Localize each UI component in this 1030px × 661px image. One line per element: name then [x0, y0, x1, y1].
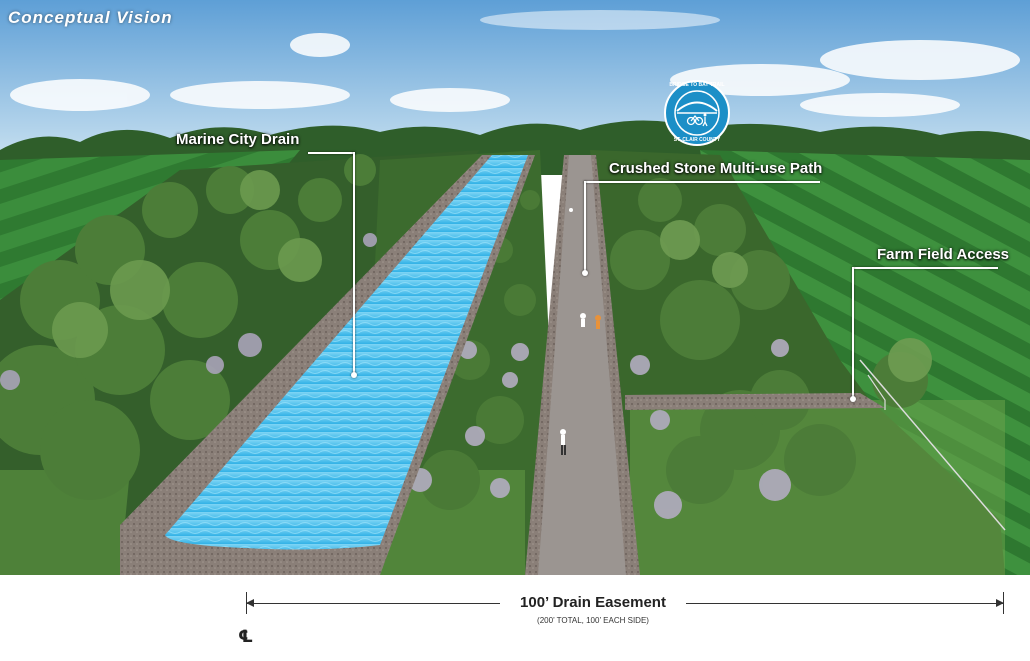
- page-title: Conceptual Vision: [8, 8, 173, 27]
- marine-city-drain-label: Marine City Drain: [176, 131, 300, 148]
- badge-top-text: BRIDGE TO BAY TRAIL: [669, 82, 725, 88]
- path-leader-vertical: [584, 181, 586, 273]
- easement-sublabel: (200’ TOTAL, 100’ EACH SIDE): [537, 616, 649, 625]
- crushed-stone-path-label: Crushed Stone Multi-use Path: [609, 160, 823, 177]
- trail-rendering: [0, 0, 1030, 575]
- field-leader-vertical: [852, 267, 854, 399]
- badge-bottom-text: ST. CLAIR COUNTY: [673, 137, 721, 143]
- field-leader-horizontal: [852, 267, 998, 269]
- farm-field-access-label: Farm Field Access: [877, 246, 1010, 263]
- drain-leader-vertical: [353, 152, 355, 376]
- easement-label: 100’ Drain Easement: [500, 594, 686, 611]
- scene-illustration: [0, 0, 1030, 575]
- drain-leader-dot: [351, 372, 357, 378]
- dimension-arrow-left-icon: [246, 599, 254, 607]
- dimension-arrow-right-icon: [996, 599, 1004, 607]
- field-leader-dot: [850, 396, 856, 402]
- dimension-footer: [0, 575, 1030, 661]
- cyclists-icon: [560, 208, 601, 455]
- path-leader-dot: [582, 270, 588, 276]
- bridge-to-bay-trail-badge: BRIDGE TO BAY TRAIL ST. CLAIR COUNTY: [664, 80, 730, 146]
- centerline-symbol-icon: ℄: [238, 627, 254, 647]
- path-leader-horizontal: [584, 181, 820, 183]
- drain-leader-horizontal: [308, 152, 355, 154]
